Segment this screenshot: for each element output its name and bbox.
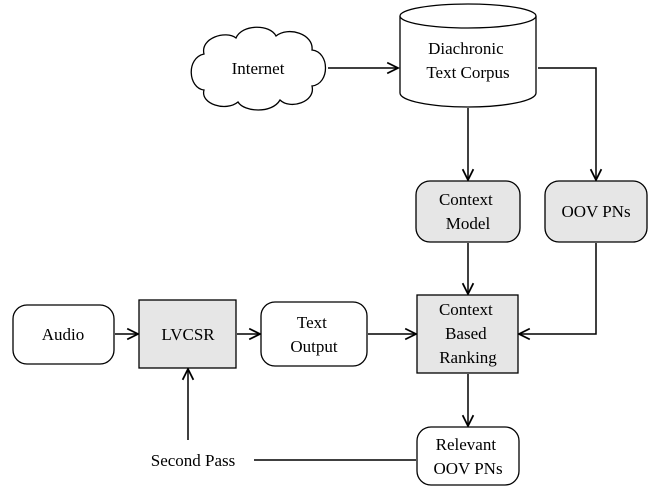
node-internet: Internet [190, 26, 326, 111]
node-label: Relevant OOV PNs [433, 435, 502, 478]
node-label: Context Based Ranking [439, 300, 497, 367]
edge-oov-pns-to-ranking [519, 243, 597, 334]
node-text-output: Text Output [260, 301, 368, 367]
node-box [416, 294, 519, 374]
node-second-pass: Second Pass [151, 451, 236, 470]
node-box [12, 304, 115, 365]
node-audio: Audio [12, 304, 115, 365]
cylinder-top [399, 3, 537, 29]
node-label: Diachronic Text Corpus [426, 39, 509, 82]
node-label: OOV PNs [561, 202, 630, 221]
node-box [138, 299, 237, 369]
node-oov-pns: OOV PNs [544, 180, 648, 243]
node-context-based-ranking: Context Based Ranking [416, 294, 519, 374]
node-lvcsr: LVCSR [138, 299, 237, 369]
node-box [544, 180, 648, 243]
node-box [260, 301, 368, 367]
cloud-shape [190, 26, 326, 111]
edge-corpus-to-oov-pns [538, 67, 596, 180]
node-context-model: Context Model [415, 180, 521, 243]
node-label: Text Output [290, 313, 338, 356]
node-label: Internet [232, 59, 285, 78]
cylinder-body [399, 16, 537, 108]
node-relevant-oov-pns: Relevant OOV PNs [416, 426, 520, 486]
node-diachronic-text-corpus: Diachronic Text Corpus [399, 3, 537, 108]
node-label: Audio [42, 325, 85, 344]
node-label: Context Model [439, 190, 497, 233]
node-label: LVCSR [161, 325, 215, 344]
node-box [416, 426, 520, 486]
node-box [415, 180, 521, 243]
node-label: Second Pass [151, 451, 236, 470]
